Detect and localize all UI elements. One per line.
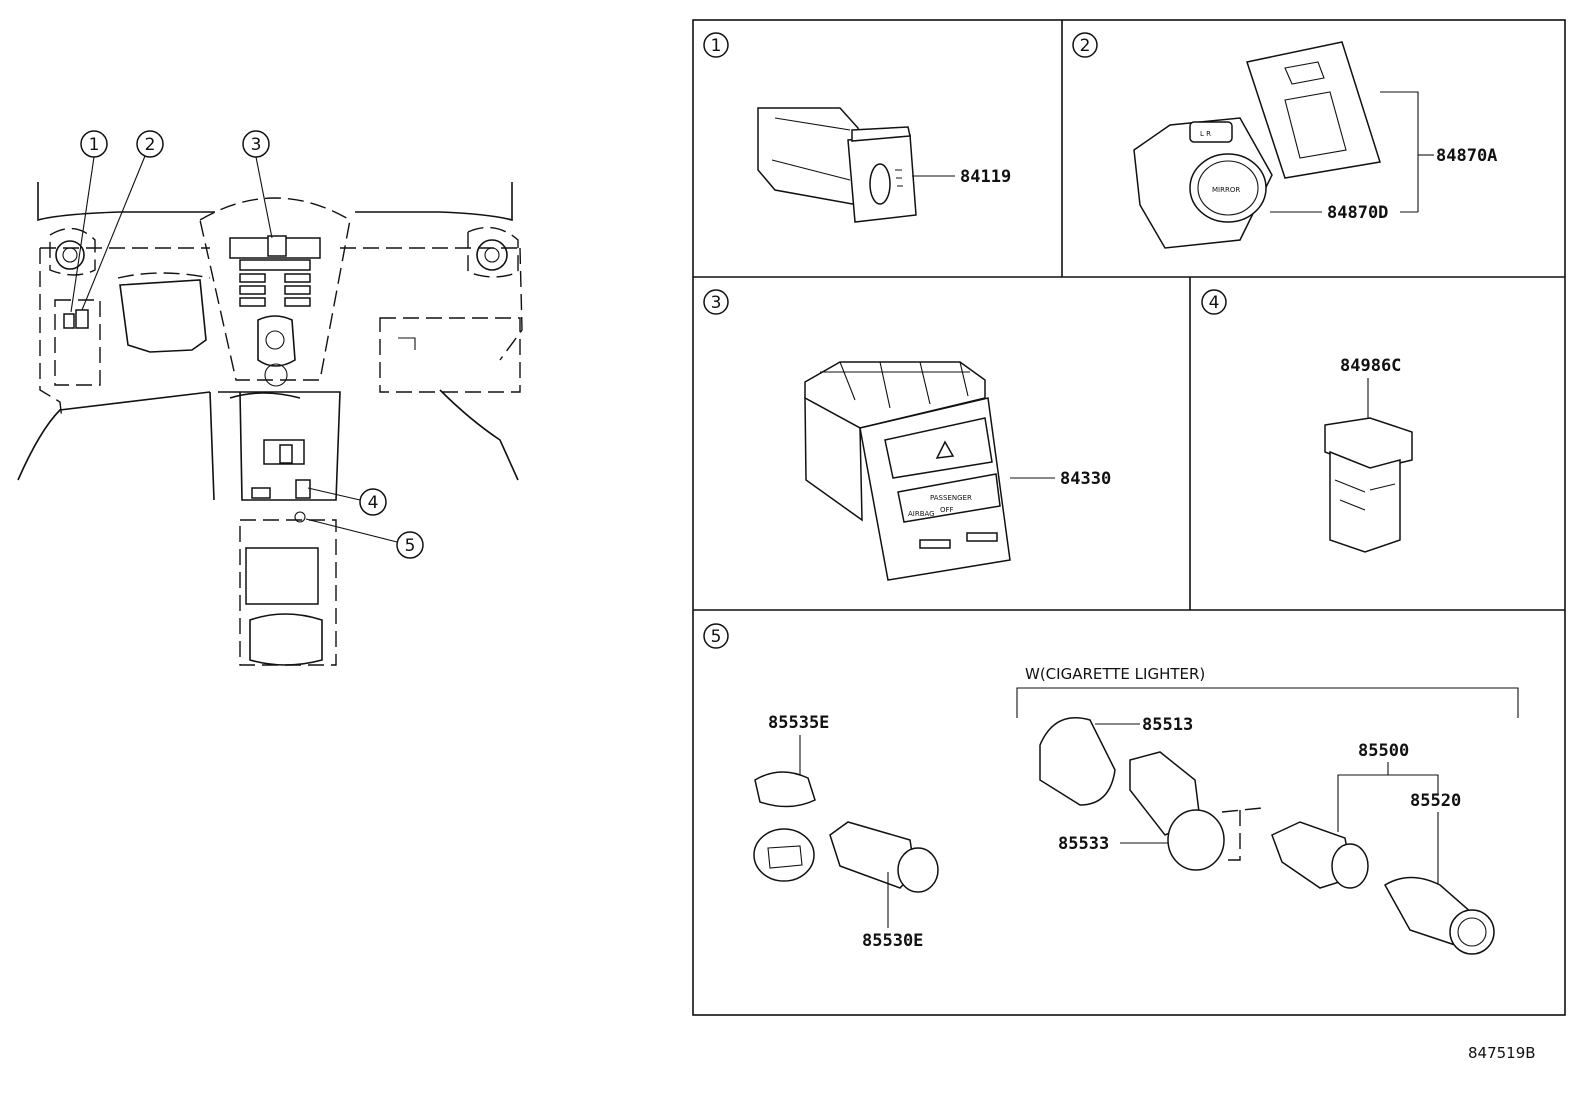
part-85520: 85520 [1410,791,1461,811]
airbag-label: AIRBAG [908,510,935,518]
part-84119: 84119 [960,167,1011,187]
mirror-label: MIRROR [1212,186,1240,194]
overview-callouts: 1 2 3 4 5 [70,130,424,559]
callout-5: 5 [405,536,416,556]
part-85513: 85513 [1142,715,1193,735]
panel-frame [692,19,1566,1016]
lr-label: L R [1200,130,1211,138]
callout-4: 4 [368,493,379,513]
part-84330: 84330 [1060,469,1111,489]
part-85533: 85533 [1058,834,1109,854]
svg-text:1: 1 [711,36,722,56]
callout-1: 1 [89,135,100,155]
part-85535E: 85535E [768,713,829,733]
panel-3: 3 PASSENGER AIRBAG OFF 84330 [703,289,1111,581]
figure-code: 847519B [1468,1044,1536,1062]
part-84870D: 84870D [1327,203,1388,223]
group-label: W(CIGARETTE LIGHTER) [1025,665,1205,683]
panel-5: 5 W(CIGARETTE LIGHTER) 85535E 85530E 855… [703,623,1519,955]
part-84870A: 84870A [1436,146,1497,166]
svg-text:2: 2 [1080,36,1091,56]
off-label: OFF [940,506,954,514]
panel-2: 2 L R MIRROR 84870A 84870D [1072,32,1497,249]
panel-4: 4 84986C [1201,289,1413,553]
svg-text:4: 4 [1209,293,1220,313]
callout-3: 3 [251,135,262,155]
callout-2: 2 [145,135,156,155]
part-85500: 85500 [1358,741,1409,761]
part-85530E: 85530E [862,931,923,951]
svg-text:3: 3 [711,293,722,313]
dashboard-overview [17,182,523,666]
panel-1: 1 84119 [703,32,1011,223]
svg-text:5: 5 [711,627,722,647]
passenger-label: PASSENGER [930,494,972,502]
part-84986C: 84986C [1340,356,1401,376]
